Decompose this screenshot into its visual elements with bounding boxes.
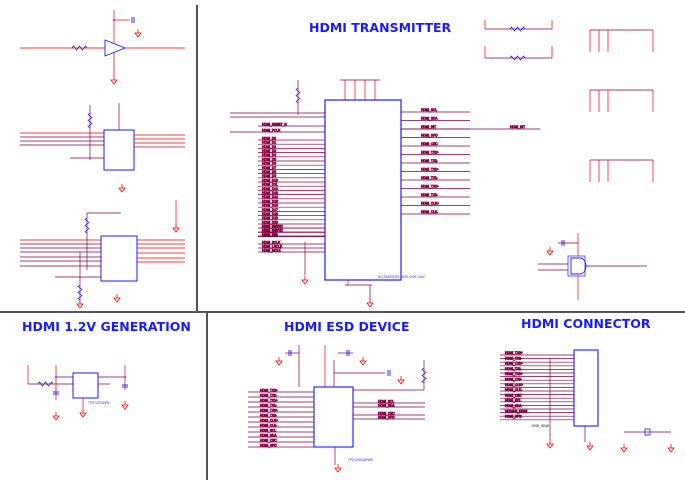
section-title-connector: HDMI CONNECTOR	[521, 316, 651, 331]
esd-in-label: HDMI_TX0+	[260, 408, 278, 412]
connector-net-label: HDMI_HPD	[505, 415, 522, 419]
tx-out-label: HDMI_SDA	[421, 117, 438, 121]
divider-horizontal	[0, 311, 685, 313]
tx-data-label: HDMI_D12	[262, 187, 278, 191]
esd-out-label: HDMI_CEC	[378, 411, 395, 415]
tx-data-label: HDMI_D5	[262, 157, 276, 161]
divider-vertical-bottom	[206, 312, 208, 480]
tx-sync-label: HDMI_DE	[262, 232, 276, 236]
tx-out-label: HDMI_TX2-	[421, 159, 438, 163]
level-shifter-1	[20, 103, 185, 193]
connector-net-label: HDMI_SCL	[505, 399, 521, 403]
tx-data-label: HDMI_D2	[262, 145, 276, 149]
tx-sync-label: HDMI_VSYNC	[262, 224, 284, 228]
connector-net-label: HDMI_TX1+	[505, 362, 523, 366]
divider-vertical-top	[196, 5, 198, 312]
tx-data-label: HDMI_D15	[262, 199, 278, 203]
i2c-address-note: I2C ADDRESS: 0x39, 0x3F, 0x4C	[378, 275, 426, 279]
level-shifter-2	[20, 200, 185, 309]
tx-data-label: HDMI_D6	[262, 162, 276, 166]
esd-out-label: HDMI_HPD	[378, 415, 395, 419]
esd-in-label: HDMI_CLK+	[260, 418, 278, 422]
audio-and-gate	[538, 233, 647, 300]
tx-data-label: HDMI_D22	[262, 229, 278, 233]
connector-net-label: VDD3V3_HDMI	[505, 409, 527, 413]
tx-data-label: HDMI_D3	[262, 149, 276, 153]
connector-net-label: HDMI_TX2+	[505, 351, 523, 355]
tx-out-label: HDMI_INT	[421, 125, 436, 129]
esd-in-label: HDMI_TX2+	[260, 388, 278, 392]
tx-out-label: HDMI_CLK-	[421, 210, 438, 214]
tx-audio-label: HDMI_LRCLK	[262, 244, 283, 248]
esd-in-label: HDMI_SCL	[260, 428, 276, 432]
tx-data-label: HDMI_D19	[262, 216, 278, 220]
connector-net-label: HDMI_CLK-	[505, 388, 522, 392]
section-title-esd-device: HDMI ESD DEVICE	[284, 319, 410, 334]
transmitter-chip: HDMI_D0HDMI_D1HDMI_D2HDMI_D3HDMI_D4HDMI_…	[230, 79, 540, 308]
tx-data-label: HDMI_D20	[262, 220, 278, 224]
tx-data-label: HDMI_D11	[262, 183, 278, 187]
hdmi-connector-circuit: HDMI_TX2+HDMI_TX2-HDMI_TX1+HDMI_TX1-HDMI…	[500, 349, 675, 453]
esd-circuit: HDMI_TX2+HDMI_TX2-HDMI_TX1+HDMI_TX1-HDMI…	[248, 345, 427, 473]
connector-net-label: HDMI_TX0+	[505, 372, 523, 376]
tx-data-label: HDMI_D9	[262, 174, 276, 178]
tx-out-label: HDMI_TX1-	[421, 176, 438, 180]
tx-data-label: HDMI_D21	[262, 225, 278, 229]
esd-in-label: HDMI_CEC	[260, 438, 277, 442]
section-title-transmitter: HDMI TRANSMITTER	[309, 20, 452, 35]
esd-in-label: HDMI_TX1-	[260, 403, 277, 407]
esd-out-label: HDMI_SDA	[378, 403, 395, 407]
esd-in-label: HDMI_TX0-	[260, 413, 277, 417]
connector-shield-label: GND_HDMI	[532, 424, 549, 428]
esd-in-label: HDMI_SDA	[260, 433, 277, 437]
connector-net-label: HDMI_TX2-	[505, 356, 522, 360]
tx-data-label: HDMI_D10	[262, 178, 278, 182]
tx-audio-label: HDMI_MCLK	[262, 248, 282, 252]
tx-data-label: HDMI_D1	[262, 141, 276, 145]
esd-part-number: TPD12S016PWR	[348, 458, 373, 462]
connector-net-label: HDMI_TX0-	[505, 378, 522, 382]
connector-net-label: HDMI_TX1-	[505, 367, 522, 371]
tx-out-label: HDMI_TX2+	[421, 151, 439, 155]
tx-data-label: HDMI_D13	[262, 191, 278, 195]
tx-out-label: HDMI_TX0+	[421, 185, 439, 189]
buffer-circuit	[20, 10, 185, 85]
ldo-1v2-circuit	[27, 365, 129, 421]
tx-reset-label: HDMI_RESET_N	[262, 122, 287, 126]
esd-in-label: HDMI_TX1+	[260, 398, 278, 402]
tx-power-decoupling	[484, 20, 654, 182]
tx-data-label: HDMI_D0	[262, 136, 276, 140]
tx-data-label: HDMI_D17	[262, 208, 278, 212]
esd-out-label: HDMI_SCL	[378, 399, 394, 403]
tx-data-label: HDMI_D7	[262, 166, 276, 170]
tx-data-label: HDMI_D8	[262, 170, 276, 174]
hdmi-int-label: HDMI_INT	[510, 125, 525, 129]
tx-audio-label: HDMI_SCLK	[262, 240, 281, 244]
ferrite-bead	[644, 428, 651, 436]
section-title-1v2-generation: HDMI 1.2V GENERATION	[22, 319, 191, 334]
connector-net-label: HDMI_SDA	[505, 404, 522, 408]
esd-in-label: HDMI_TX2-	[260, 393, 277, 397]
tx-out-label: HDMI_HPD	[421, 134, 438, 138]
esd-in-label: HDMI_CLK-	[260, 423, 277, 427]
tx-data-label: HDMI_D4	[262, 153, 276, 157]
esd-in-label: HDMI_HPD	[260, 443, 277, 447]
tx-data-label: HDMI_D18	[262, 212, 278, 216]
tx-out-label: HDMI_TX0-	[421, 193, 438, 197]
connector-net-label: HDMI_CLK+	[505, 383, 523, 387]
tx-out-label: HDMI_SCL	[421, 108, 437, 112]
buffer-symbol	[104, 39, 127, 57]
tx-out-label: HDMI_CEC	[421, 142, 438, 146]
tx-out-label: HDMI_CLK+	[421, 202, 439, 206]
tx-pclk-label: HDMI_PCLK	[262, 128, 281, 132]
tx-data-label: HDMI_D23	[262, 233, 278, 237]
tx-data-label: HDMI_D16	[262, 204, 278, 208]
connector-net-label: HDMI_CEC	[505, 393, 522, 397]
tx-sync-label: HDMI_HSYNC	[262, 228, 284, 232]
tx-data-label: HDMI_D14	[262, 195, 278, 199]
ldo-part-number: TPS74701DRV	[88, 401, 111, 405]
tx-out-label: HDMI_TX1+	[421, 168, 439, 172]
